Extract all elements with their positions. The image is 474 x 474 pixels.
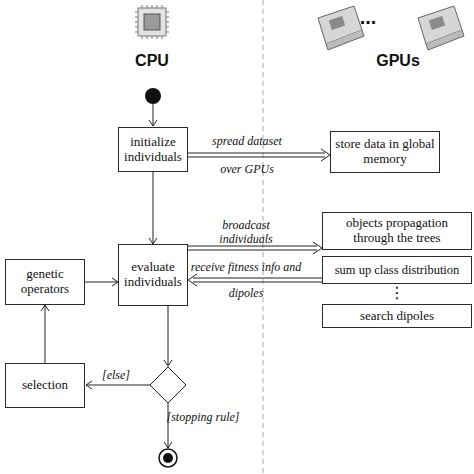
cpu-pins: [135, 5, 169, 39]
gpu-edge: [426, 30, 464, 50]
flow-line: [168, 403, 169, 448]
ellipsis-mark: ⋮: [389, 283, 405, 302]
gpu-icon: [418, 6, 464, 50]
guard-label: [else]: [102, 368, 130, 383]
process-box: evaluate individuals: [118, 244, 188, 306]
arrow-head: [164, 442, 172, 448]
data-transfer-arrow: [188, 149, 330, 161]
box-text: sum up class distribution: [335, 263, 460, 277]
end-node: [159, 449, 177, 467]
process-box: selection: [5, 363, 85, 408]
box-text: objects propagation through the trees: [326, 216, 468, 246]
cpu-body: [138, 8, 166, 36]
process-box: search dipoles: [322, 304, 472, 328]
box-text: search dipoles: [360, 309, 434, 324]
box-text: store data in global memory: [334, 137, 436, 167]
flow-arrow: [85, 278, 118, 286]
connector-line: [188, 250, 317, 251]
gpu-chip: [429, 16, 445, 30]
arrow-head: [149, 120, 157, 126]
gpu-icon: [318, 6, 364, 50]
flow-line: [86, 385, 150, 386]
arrow-head: [313, 242, 322, 254]
process-box: store data in global memory: [330, 131, 440, 173]
cpu-die: [144, 14, 160, 30]
box-text: initialize individuals: [122, 135, 184, 165]
connector-line: [45, 305, 46, 363]
edge-label: broadcast individuals: [206, 218, 286, 246]
gpu-edge: [326, 30, 364, 50]
process-box: objects propagation through the trees: [322, 212, 472, 250]
arrow-head: [41, 305, 49, 311]
box-text: genetic operators: [9, 267, 81, 297]
decision-diamond: [150, 367, 186, 403]
connector-line: [193, 278, 322, 279]
end-node-core: [163, 453, 173, 463]
gpu-chip: [329, 16, 345, 30]
arrow-head: [164, 360, 172, 366]
process-box: initialize individuals: [118, 127, 188, 172]
arrow-head: [86, 381, 92, 389]
ellipsis-mark: ...: [360, 6, 377, 29]
connector-line: [188, 153, 325, 154]
edge-label: spread dataset over GPUs: [204, 127, 290, 183]
start-node: [145, 88, 161, 104]
data-transfer-arrow: [188, 274, 322, 286]
cpu-icon: [135, 5, 169, 39]
box-text: selection: [22, 378, 68, 393]
arrow-head: [321, 149, 330, 161]
process-box: genetic operators: [5, 259, 85, 305]
flow-line: [153, 104, 154, 126]
box-text: evaluate individuals: [122, 260, 184, 290]
arrow-head: [188, 274, 197, 286]
flow-arrow: [41, 305, 49, 363]
process-box: sum up class distribution: [322, 256, 472, 284]
processor-label: GPUs: [376, 52, 420, 70]
connector-line: [153, 172, 154, 244]
flow-arrow: [149, 172, 157, 244]
flow-line: [168, 306, 169, 366]
connector-line: [85, 282, 118, 283]
guard-label: [stopping rule]: [166, 410, 239, 425]
connector-line: [188, 157, 325, 158]
edge-label: receive fitness info and dipoles: [187, 254, 305, 306]
processor-label: CPU: [135, 52, 169, 70]
connector-line: [193, 282, 322, 283]
